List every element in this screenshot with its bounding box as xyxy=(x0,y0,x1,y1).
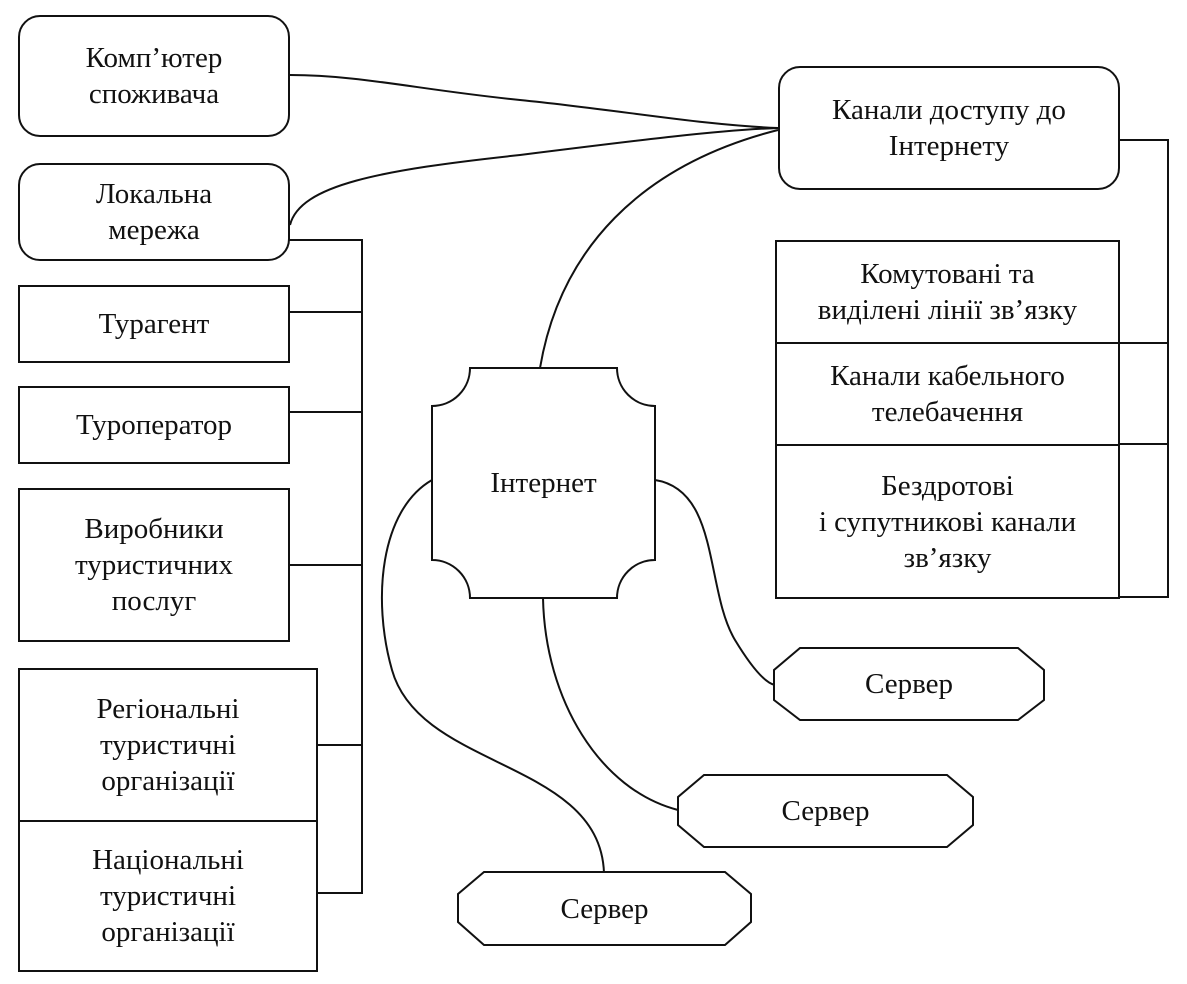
national-orgs-label: Національні туристичні організації xyxy=(92,844,244,948)
right-bracket xyxy=(1120,139,1169,598)
link-internet-server-1 xyxy=(654,479,776,686)
access-channel-item-1-label: Комутовані та виділені лінії зв’язку xyxy=(817,258,1078,326)
left-bus xyxy=(288,239,363,894)
server-node-2-outline xyxy=(677,774,974,848)
tour-operator-label: Туроператор xyxy=(75,409,233,441)
national-orgs-box: Національні туристичні організації xyxy=(18,820,318,972)
server-node-3: Сервер xyxy=(458,872,751,945)
local-network-label: Локальна мережа xyxy=(95,178,213,246)
regional-orgs-label: Регіональні туристичні організації xyxy=(96,693,240,797)
internet-node-outline xyxy=(431,367,656,599)
link-internet-to-access xyxy=(539,129,779,369)
tour-operator-box: Туроператор xyxy=(18,386,290,464)
local-network-box: Локальна мережа xyxy=(18,163,290,261)
travel-agent-label: Турагент xyxy=(98,308,210,340)
server-node-1: Сервер xyxy=(774,648,1044,720)
internet-node: Інтернет xyxy=(432,368,655,598)
link-internet-server-2 xyxy=(542,597,679,811)
server-node-2: Сервер xyxy=(678,775,973,847)
access-channels-box: Канали доступу до Інтернету xyxy=(778,66,1120,190)
service-producers-box: Виробники туристичних послуг xyxy=(18,488,290,642)
consumer-computer-box: Комп’ютер споживача xyxy=(18,15,290,137)
access-channel-item-3-label: Бездротові і супутникові канали зв’язку xyxy=(818,469,1077,574)
service-producers-label: Виробники туристичних послуг xyxy=(75,513,233,617)
server-1-label: Сервер xyxy=(865,668,953,700)
access-channels-title: Канали доступу до Інтернету xyxy=(832,94,1066,162)
link-internet-server-3 xyxy=(380,479,605,874)
regional-orgs-box: Регіональні туристичні організації xyxy=(18,668,318,822)
access-channel-item-2: Канали кабельного телебачення xyxy=(775,342,1120,446)
travel-agent-box: Турагент xyxy=(18,285,290,363)
server-node-3-outline xyxy=(457,871,752,946)
link-consumer-to-access xyxy=(289,74,779,129)
access-channel-item-1: Комутовані та виділені лінії зв’язку xyxy=(775,240,1120,344)
access-channel-item-3: Бездротові і супутникові канали зв’язку xyxy=(775,444,1120,599)
access-channel-item-2-label: Канали кабельного телебачення xyxy=(830,360,1065,428)
link-localnet-to-access xyxy=(289,127,779,226)
consumer-computer-label: Комп’ютер споживача xyxy=(85,42,223,110)
server-3-label: Сервер xyxy=(560,892,649,925)
server-2-label: Сервер xyxy=(781,795,870,827)
internet-label: Інтернет xyxy=(490,467,597,499)
server-node-1-outline xyxy=(773,647,1045,721)
